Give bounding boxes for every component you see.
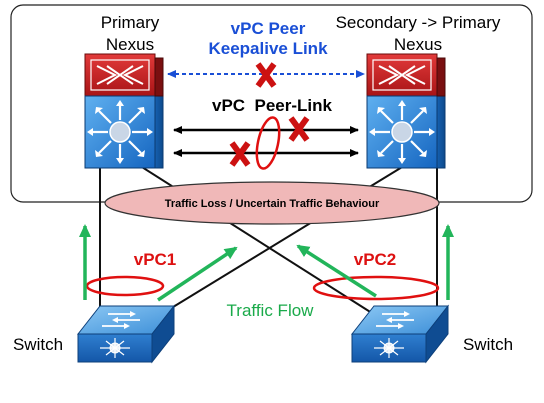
secondary-nexus-label-line1: Secondary -> Primary [336, 13, 501, 32]
traffic-arrow-diag-left [157, 246, 238, 302]
primary-nexus-label-line2: Nexus [106, 35, 154, 54]
keepalive-label-line2: Keepalive Link [208, 39, 328, 58]
right-access-switch-icon[interactable] [351, 305, 449, 363]
vpc1-port-channel-ring [85, 275, 165, 297]
traffic-loss-ellipse [104, 181, 440, 225]
uplink-cables [99, 149, 438, 316]
secondary-nexus-label-line2: Nexus [394, 35, 442, 54]
secondary-nexus-switch-icon[interactable] [365, 52, 447, 170]
traffic-flow-arrows [79, 224, 454, 302]
peer-link-failure-x-icon [229, 141, 251, 167]
peer-link-failure-x-icon [288, 116, 310, 142]
cable-right-to-left-switch [159, 149, 431, 316]
primary-nexus-switch-icon[interactable] [83, 52, 165, 170]
right-switch-label: Switch [463, 335, 513, 354]
traffic-flow-label: Traffic Flow [227, 301, 315, 320]
keepalive-label-line1: vPC Peer [231, 19, 306, 38]
left-switch-label: Switch [13, 335, 63, 354]
vpc2-label: vPC2 [354, 250, 397, 269]
keepalive-failure-x-icon [255, 62, 277, 88]
cable-left-to-right-switch [114, 149, 376, 316]
traffic-arrow-diag-right [296, 244, 377, 298]
peer-link-port-channel-ring [255, 116, 281, 170]
traffic-loss-label: Traffic Loss / Uncertain Traffic Behavio… [165, 198, 380, 210]
primary-nexus-label-line1: Primary [101, 13, 160, 32]
peer-link-label: vPC Peer-Link [212, 96, 333, 115]
left-access-switch-icon[interactable] [77, 305, 175, 363]
vpc1-label: vPC1 [134, 250, 177, 269]
vpc2-port-channel-ring [312, 275, 440, 301]
